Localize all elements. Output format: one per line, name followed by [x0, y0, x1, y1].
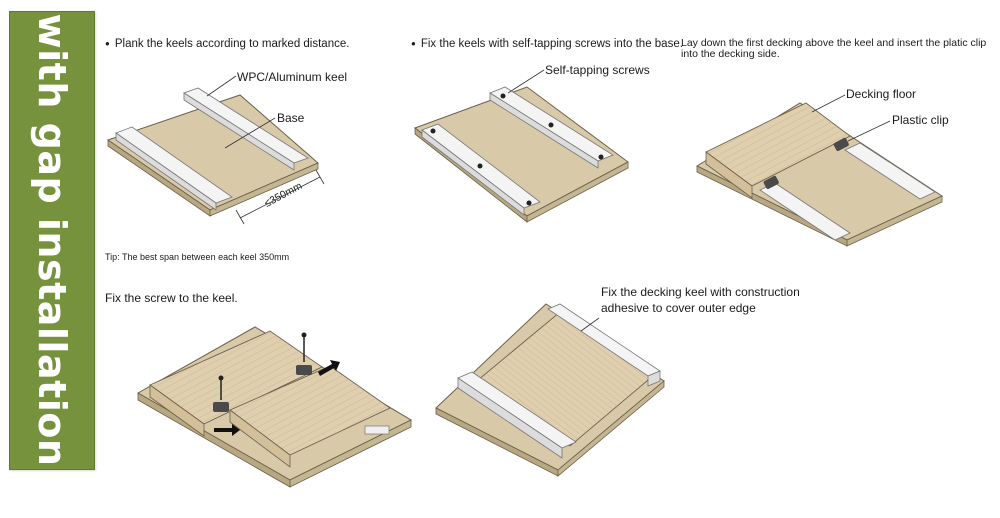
step4-illustration [138, 327, 411, 487]
step1-illustration [108, 76, 324, 224]
step3-illustration [697, 95, 942, 246]
step2-illustration [415, 70, 628, 222]
step5-illustration [436, 304, 664, 476]
